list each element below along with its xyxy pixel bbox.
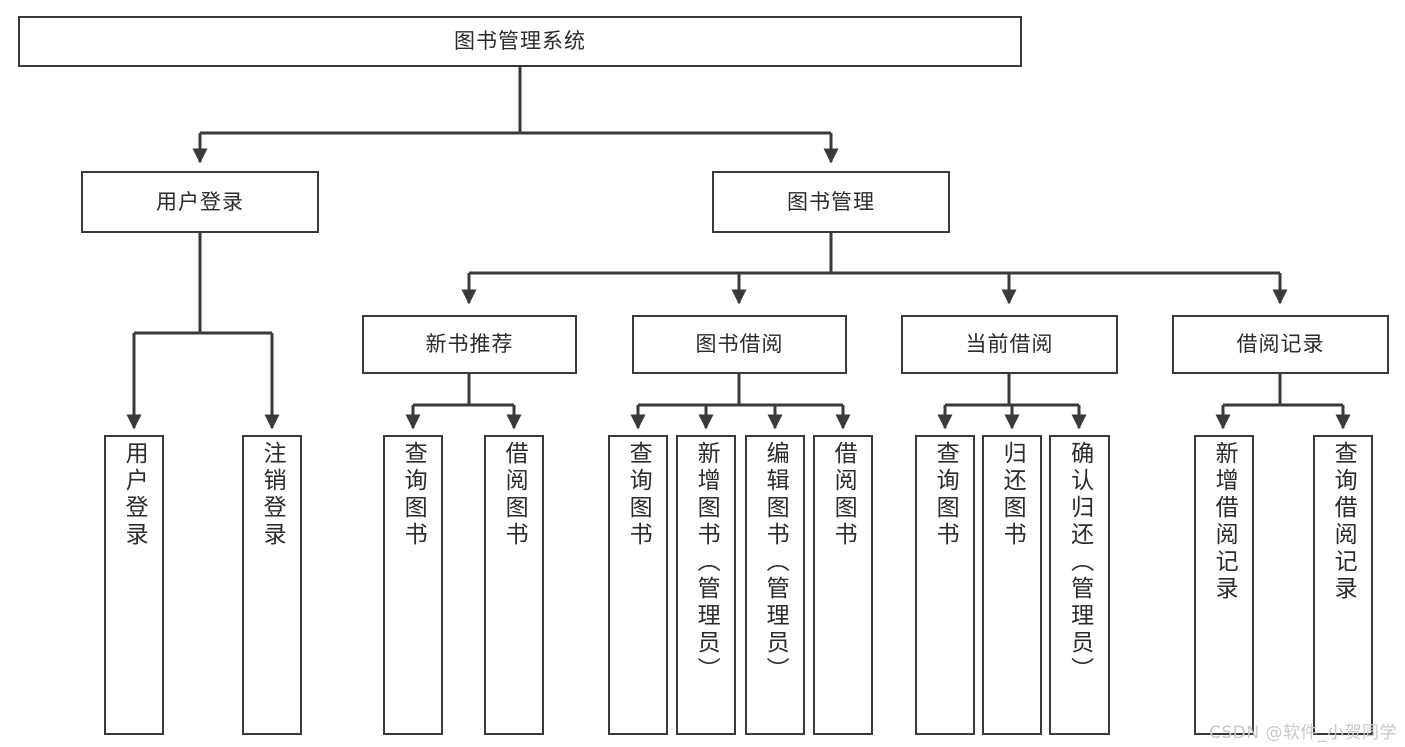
node-borrow-record[interactable]: 借阅记录 (1172, 315, 1389, 374)
leaf-label: 借阅图书 (501, 441, 528, 549)
leaf-label: 确认归还（管理员） (1066, 441, 1093, 684)
leaf-add-book-admin[interactable]: 新增图书（管理员） (676, 435, 736, 735)
leaf-edit-book-admin[interactable]: 编辑图书（管理员） (745, 435, 805, 735)
leaf-query-borrow-record[interactable]: 查询借阅记录 (1313, 435, 1373, 735)
leaf-query-book-current[interactable]: 查询图书 (915, 435, 975, 735)
leaf-label: 注销登录 (259, 441, 286, 549)
leaf-borrow-book[interactable]: 借阅图书 (813, 435, 873, 735)
node-label: 当前借阅 (965, 332, 1054, 357)
leaf-logout[interactable]: 注销登录 (242, 435, 302, 735)
node-book-borrow[interactable]: 图书借阅 (632, 315, 847, 374)
leaf-confirm-return-admin[interactable]: 确认归还（管理员） (1049, 435, 1110, 735)
leaf-query-book-recommend[interactable]: 查询图书 (383, 435, 443, 735)
node-label: 图书借阅 (695, 332, 784, 357)
node-user-login[interactable]: 用户登录 (81, 171, 319, 233)
leaf-borrow-book-recommend[interactable]: 借阅图书 (484, 435, 544, 735)
leaf-label: 归还图书 (999, 441, 1026, 549)
leaf-label: 查询图书 (932, 441, 959, 549)
node-new-book-recommend[interactable]: 新书推荐 (362, 315, 577, 374)
leaf-label: 用户登录 (121, 441, 148, 549)
watermark-text: CSDN @软件_小贺同学 (1209, 723, 1397, 743)
leaf-label: 借阅图书 (830, 441, 857, 549)
leaf-return-book[interactable]: 归还图书 (982, 435, 1042, 735)
leaf-label: 新增图书（管理员） (693, 441, 720, 684)
leaf-label: 编辑图书（管理员） (762, 441, 789, 684)
leaf-query-book-borrow[interactable]: 查询图书 (608, 435, 668, 735)
node-current-borrow[interactable]: 当前借阅 (901, 315, 1118, 374)
node-label: 用户登录 (156, 189, 244, 214)
leaf-user-login[interactable]: 用户登录 (104, 435, 164, 735)
node-label: 图书管理系统 (454, 29, 586, 54)
leaf-label: 新增借阅记录 (1211, 441, 1238, 603)
leaf-label: 查询图书 (400, 441, 427, 549)
leaf-label: 查询借阅记录 (1330, 441, 1357, 603)
node-root[interactable]: 图书管理系统 (18, 16, 1022, 67)
leaf-label: 查询图书 (625, 441, 652, 549)
node-label: 新书推荐 (425, 332, 514, 357)
node-book-management[interactable]: 图书管理 (712, 171, 950, 233)
node-label: 图书管理 (787, 189, 875, 214)
node-label: 借阅记录 (1236, 332, 1325, 357)
leaf-add-borrow-record[interactable]: 新增借阅记录 (1194, 435, 1254, 735)
